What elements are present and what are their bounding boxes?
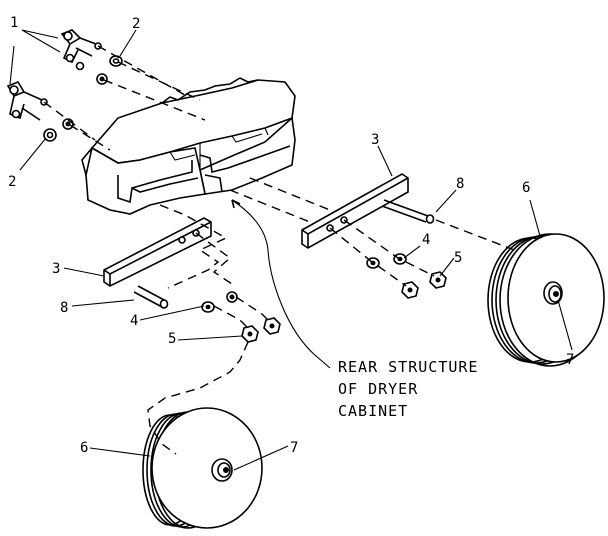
- callout-8-right: 8: [456, 176, 464, 192]
- callout-7-right: 7: [566, 352, 574, 368]
- washers-and-nuts-top: [43, 55, 123, 142]
- hinge-brackets: [6, 29, 102, 121]
- assembly-lines-top: [43, 45, 206, 151]
- callout-3-left: 3: [52, 261, 60, 277]
- leader-lines: [9, 29, 573, 471]
- caption-line-2: OF DRYER: [338, 380, 418, 398]
- caption-line-1: REAR STRUCTURE: [338, 358, 478, 376]
- right-bracket-assembly: [229, 173, 531, 299]
- left-bracket-assembly: [103, 204, 281, 343]
- caption-line-3: CABINET: [338, 402, 408, 420]
- right-wheel: [487, 233, 605, 367]
- callout-6-left: 6: [80, 440, 88, 456]
- callout-3-right: 3: [371, 132, 379, 148]
- callout-4-right: 4: [422, 232, 430, 248]
- callout-7-left: 7: [290, 440, 298, 456]
- callout-labels: 1 2 2 3 3 4 4 5 5 6 6 7 7 8 8: [8, 15, 574, 456]
- callout-5-left: 5: [168, 331, 176, 347]
- callout-1: 1: [10, 15, 18, 31]
- left-wheel: [142, 341, 263, 529]
- callout-2-left: 2: [8, 174, 16, 190]
- cabinet-rear-structure: [81, 77, 296, 215]
- callout-2-top: 2: [132, 16, 140, 32]
- callout-5-right: 5: [454, 250, 462, 266]
- callout-6-right: 6: [522, 180, 530, 196]
- cabinet-caption: REAR STRUCTURE OF DRYER CABINET: [338, 358, 478, 420]
- callout-8-left: 8: [60, 300, 68, 316]
- callout-4-left: 4: [130, 313, 138, 329]
